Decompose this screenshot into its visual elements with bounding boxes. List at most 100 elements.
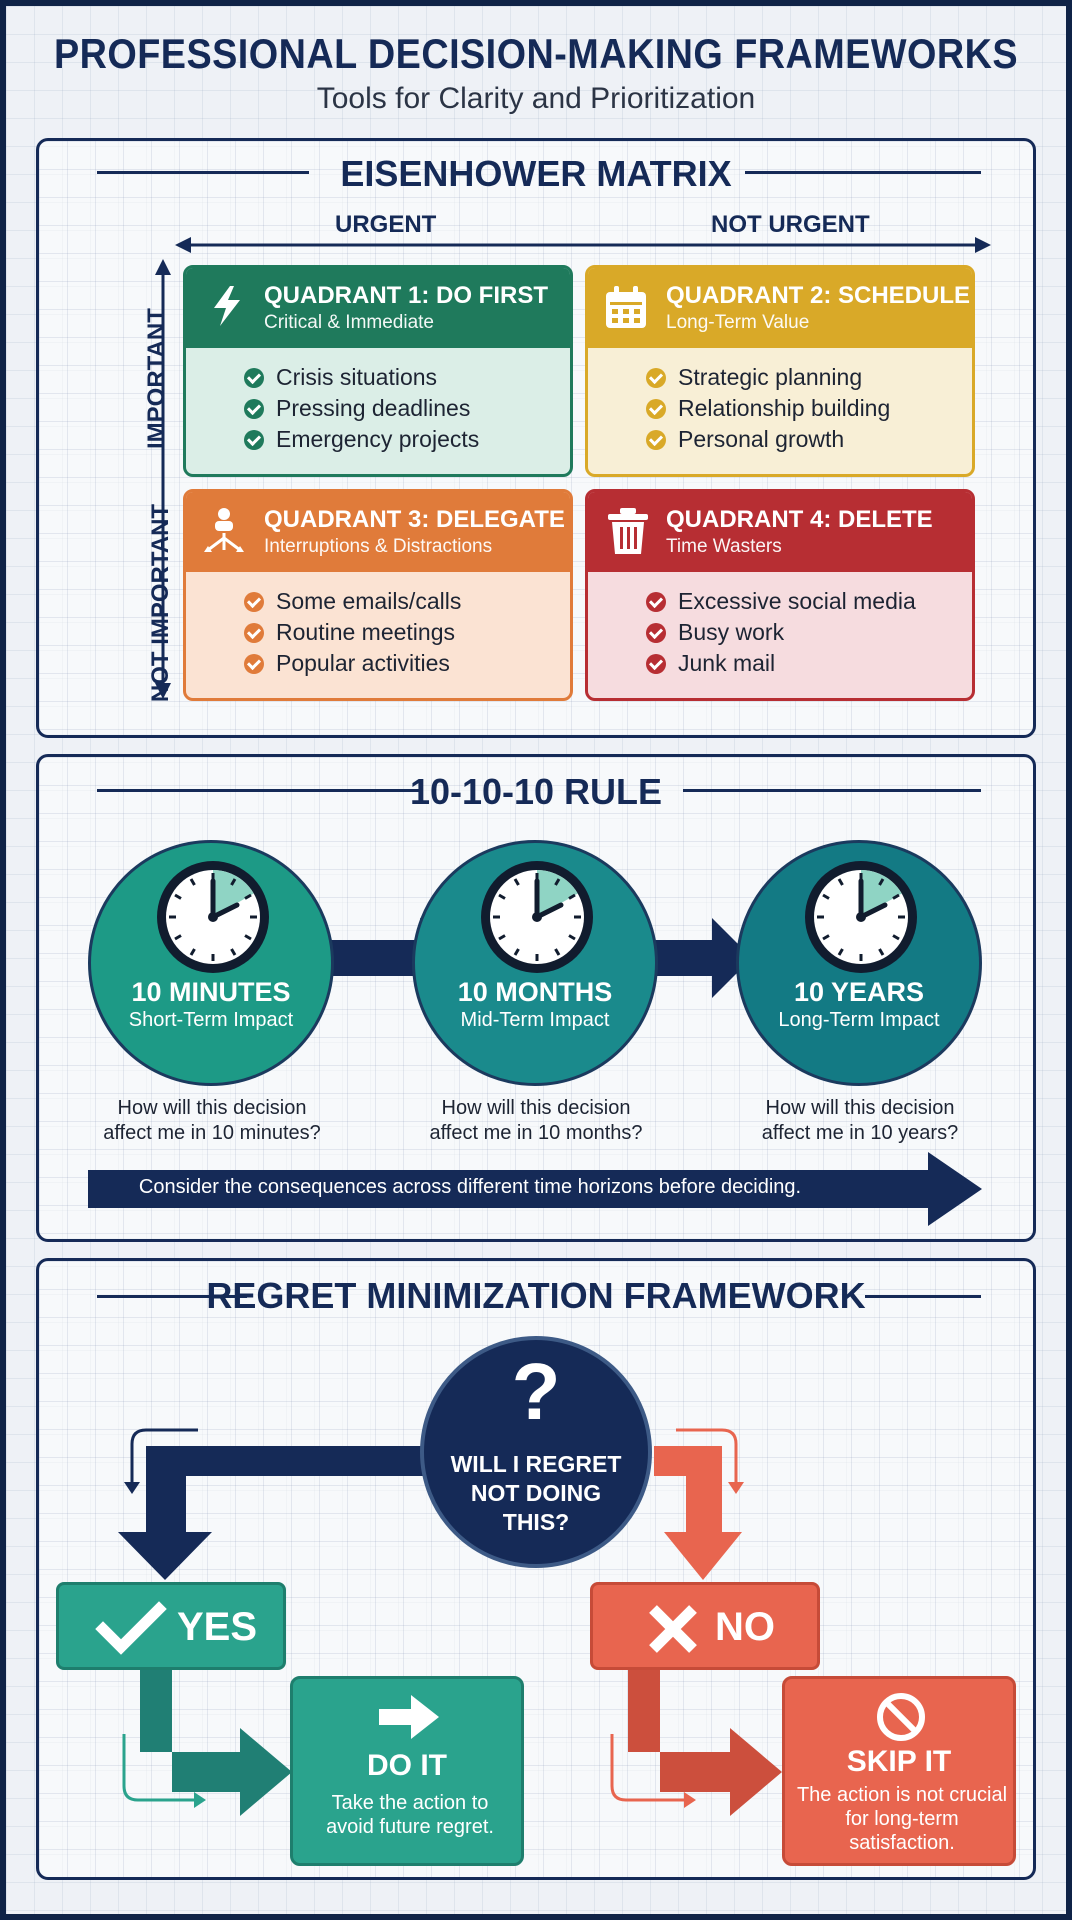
item-text: Popular activities (276, 650, 450, 676)
quadrant-subtitle: Time Wasters (666, 536, 782, 557)
quadrant-schedule: QUADRANT 2: SCHEDULE Long-Term Value Str… (585, 265, 975, 477)
item-text: Emergency projects (276, 426, 480, 452)
prohibited-icon (877, 1693, 925, 1741)
top-arrowhead (155, 259, 171, 275)
yes-label: YES (177, 1605, 258, 1649)
quadrant-header: QUADRANT 4: DELETE Time Wasters (588, 492, 972, 572)
title-rule-left (97, 789, 419, 792)
right-arrowhead (975, 237, 991, 253)
stage-subtitle: Long-Term Impact (778, 1009, 940, 1031)
calendar-icon (606, 286, 646, 328)
quadrant-header: QUADRANT 3: DELEGATE Interruptions & Dis… (186, 492, 570, 572)
stage-title: 10 MINUTES (131, 977, 291, 1007)
check-icon (646, 398, 666, 419)
do-it-title: DO IT (367, 1749, 447, 1782)
arrow-months-to-years (654, 918, 752, 998)
thin-arrowhead (194, 1792, 206, 1808)
x-mark-icon (649, 1605, 697, 1653)
list-item: Popular activities (244, 648, 570, 679)
quadrant-header: QUADRANT 2: SCHEDULE Long-Term Value (588, 268, 972, 348)
check-icon (646, 622, 666, 643)
question-line: How will this decision (117, 1097, 307, 1119)
eisenhower-axes (155, 237, 991, 699)
quadrant-body: Strategic planning Relationship building… (588, 348, 972, 455)
check-icon (244, 429, 264, 450)
arrow-no-to-skip (628, 1668, 782, 1816)
check-icon (646, 429, 666, 450)
check-icon (244, 622, 264, 643)
quadrant-title: QUADRANT 2: SCHEDULE (666, 282, 971, 309)
delegate-people-icon (204, 508, 244, 552)
check-icon (646, 653, 666, 674)
check-icon (244, 653, 264, 674)
eisenhower-title: EISENHOWER MATRIX (340, 153, 732, 194)
list-item: Busy work (646, 617, 972, 648)
arrow-to-no (654, 1446, 742, 1580)
question-line: WILL I REGRET (450, 1451, 622, 1477)
item-text: Excessive social media (678, 588, 916, 614)
quadrant-header: QUADRANT 1: DO FIRST Critical & Immediat… (186, 268, 570, 348)
eisenhower-panel: EISENHOWER MATRIX URGENT NOT URGENT IMPO… (36, 138, 1036, 738)
description-line: for long-term (845, 1808, 959, 1830)
item-text: Routine meetings (276, 619, 455, 645)
no-box: NO (590, 1582, 820, 1670)
main-title: PROFESSIONAL DECISION-MAKING FRAMEWORKS (54, 30, 1018, 77)
quadrant-title: QUADRANT 4: DELETE (666, 506, 933, 533)
item-text: Junk mail (678, 650, 776, 676)
clock-stage-minutes: 10 MINUTES Short-Term Impact (88, 840, 334, 1086)
list-item: Crisis situations (244, 362, 570, 393)
stage-title: 10 YEARS (793, 977, 925, 1007)
stage-subtitle: Mid-Term Impact (460, 1009, 610, 1031)
clock-icon (805, 861, 917, 973)
list-item: Routine meetings (244, 617, 570, 648)
check-icon (646, 591, 666, 612)
quadrant-subtitle: Long-Term Value (666, 312, 810, 333)
thin-arrow-left-top (130, 1428, 198, 1486)
trash-icon (608, 508, 648, 554)
question-line: How will this decision (441, 1097, 631, 1119)
thin-arrow-right-bottom (610, 1734, 686, 1802)
urgent-label: URGENT (335, 211, 437, 238)
rule-title: 10-10-10 RULE (409, 771, 663, 812)
item-text: Busy work (678, 619, 785, 645)
quadrant-body: Crisis situations Pressing deadlines Eme… (186, 348, 570, 455)
clock-stage-years: 10 YEARS Long-Term Impact (736, 840, 982, 1086)
question-mark-icon: ? (511, 1347, 561, 1436)
check-icon (244, 591, 264, 612)
check-icon (244, 398, 264, 419)
list-item: Relationship building (646, 393, 972, 424)
arrow-yes-to-do (140, 1668, 292, 1816)
banner-text: Consider the consequences across differe… (138, 1176, 802, 1198)
title-rule-left (97, 171, 309, 174)
stage-title: 10 MONTHS (457, 977, 613, 1007)
quadrant-delegate: QUADRANT 3: DELEGATE Interruptions & Dis… (183, 489, 573, 701)
quadrant-do-first: QUADRANT 1: DO FIRST Critical & Immediat… (183, 265, 573, 477)
yes-box: YES (56, 1582, 286, 1670)
quadrant-subtitle: Interruptions & Distractions (264, 536, 493, 557)
item-text: Strategic planning (678, 364, 863, 390)
do-it-box: DO IT Take the action to avoid future re… (290, 1676, 524, 1866)
list-item: Excessive social media (646, 586, 972, 617)
quadrant-body: Excessive social media Busy work Junk ma… (588, 572, 972, 679)
question-line: affect me in 10 years? (761, 1122, 959, 1144)
item-text: Some emails/calls (276, 588, 462, 614)
description-line: avoid future regret. (326, 1816, 494, 1838)
do-it-description: Take the action to avoid future regret. (303, 1791, 517, 1839)
stage-subtitle: Short-Term Impact (128, 1009, 294, 1031)
checkmark-icon (95, 1601, 167, 1655)
quadrant-delete: QUADRANT 4: DELETE Time Wasters Excessiv… (585, 489, 975, 701)
decision-question: WILL I REGRET NOT DOING THIS? (424, 1450, 648, 1537)
skip-it-box: SKIP IT The action is not crucial for lo… (782, 1676, 1016, 1866)
stage-question: How will this decision affect me in 10 m… (62, 1096, 362, 1146)
lightning-icon (214, 286, 240, 326)
question-line: NOT DOING (470, 1480, 602, 1506)
clock-icon (157, 861, 269, 973)
title-rule-left (97, 1295, 247, 1298)
quadrant-subtitle: Critical & Immediate (264, 312, 434, 333)
description-line: satisfaction. (849, 1832, 955, 1854)
list-item: Some emails/calls (244, 586, 570, 617)
arrow-right-icon (379, 1695, 439, 1739)
list-item: Junk mail (646, 648, 972, 679)
quadrant-body: Some emails/calls Routine meetings Popul… (186, 572, 570, 679)
